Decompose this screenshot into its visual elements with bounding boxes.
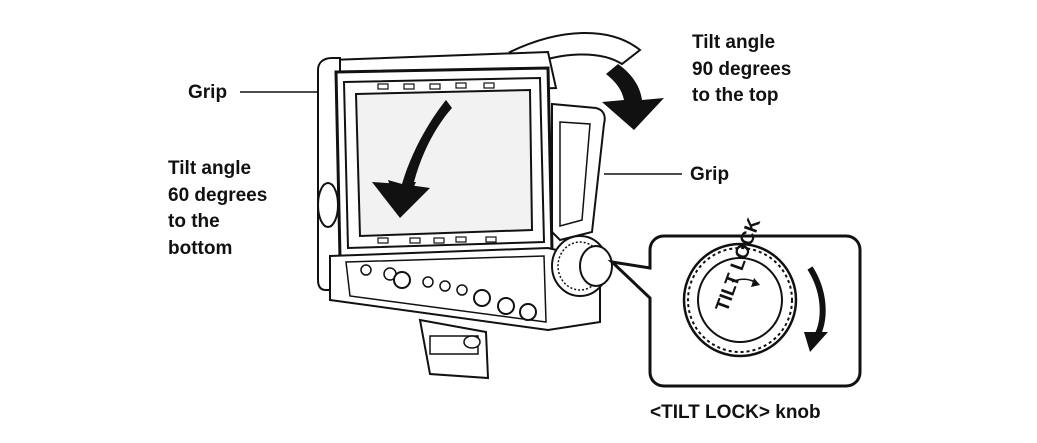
tilt-lock-knob-small	[551, 235, 613, 297]
label-grip-left: Grip	[188, 82, 227, 103]
knob-callout: TILT LOCK	[607, 215, 862, 388]
lock-rotate-arrow-icon	[804, 266, 828, 352]
label-tilt-top-line2: 90 degrees	[692, 59, 791, 80]
label-tilt-bottom-line4: bottom	[168, 238, 232, 259]
label-knob-caption: <TILT LOCK> knob	[650, 402, 821, 423]
label-tilt-bottom-line1: Tilt angle	[168, 158, 251, 179]
label-tilt-bottom-line2: 60 degrees	[168, 185, 267, 206]
label-grip-right: Grip	[690, 164, 729, 185]
monitor-unit	[317, 50, 613, 380]
tilt-down-arrow-icon	[372, 100, 452, 218]
label-tilt-top-line1: Tilt angle	[692, 32, 775, 53]
label-tilt-top-line3: to the top	[692, 85, 779, 106]
label-tilt-bottom-line3: to the	[168, 211, 220, 232]
